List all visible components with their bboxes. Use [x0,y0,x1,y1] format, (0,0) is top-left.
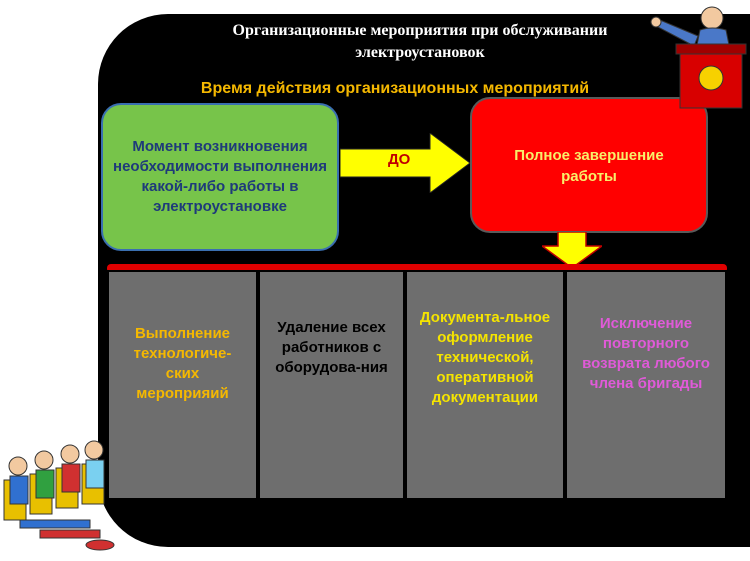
speaker-podium-icon [650,6,747,109]
column-text: Документа-льное оформление технической, … [419,309,551,406]
column-text: Удаление всех работников с оборудова-ния [275,319,388,376]
slide-subtitle: Время действия организационных мероприят… [200,80,590,97]
column-remove-workers: Удаление всех работников с оборудова-ния [258,270,405,500]
column-text: Исключение повторного возврата любого чл… [582,315,710,392]
full-completion-line-1: Полное завершение [514,147,664,164]
full-completion-box: Полное завершение работы [470,97,708,233]
column-text: Выполнение технологиче-ских мероприяий [133,325,232,402]
audience-icon [3,440,115,551]
start-moment-text: Момент возникновения необходимости выпол… [113,138,327,215]
title-line-2: электроустановок [355,44,485,61]
arrow-down-icon [542,232,602,268]
column-no-return: Исключение повторного возврата любого чл… [565,270,727,500]
full-completion-line-2: работы [561,168,617,185]
column-documentation: Документа-льное оформление технической, … [405,270,565,500]
slide-title: Организационные мероприятия при обслужив… [170,20,670,64]
table-top-bar [107,264,727,273]
title-line-1: Организационные мероприятия при обслужив… [232,22,608,39]
measures-table: Выполнение технологиче-ских мероприяий У… [107,270,727,500]
arrow-label: ДО [388,151,411,168]
arrow-right-icon [340,133,471,193]
column-technological-measures: Выполнение технологиче-ских мероприяий [107,270,258,500]
start-moment-box: Момент возникновения необходимости выпол… [101,103,339,251]
